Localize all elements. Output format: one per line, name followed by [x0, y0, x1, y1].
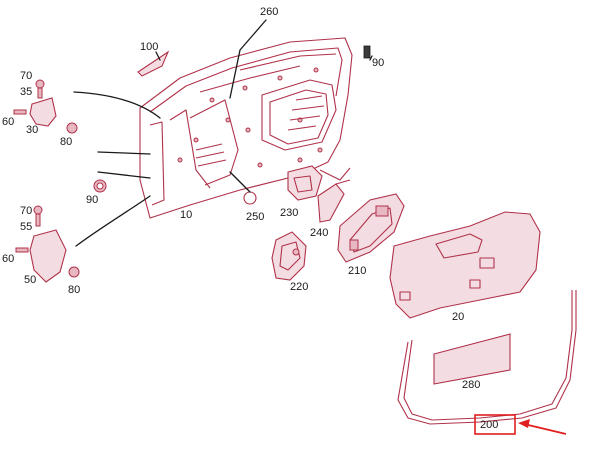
callout-80-upper: 80 — [60, 136, 72, 148]
callout-labels: 260 100 90 70 35 60 30 80 90 10 250 230 … — [2, 6, 498, 431]
callout-250: 250 — [246, 211, 264, 223]
callout-35: 35 — [20, 86, 32, 98]
callout-55: 55 — [20, 221, 32, 233]
highlight-arrow — [523, 423, 567, 435]
gasket-part-250 — [243, 191, 257, 205]
callout-leaders — [155, 19, 373, 193]
lock-module-part-220 — [271, 231, 307, 281]
callout-70-lower: 70 — [20, 205, 32, 217]
callout-20: 20 — [452, 311, 464, 323]
hinge-leader-curves — [73, 91, 161, 247]
highlight-marker — [474, 414, 567, 435]
callout-60-lower: 60 — [2, 253, 14, 265]
callout-50: 50 — [24, 274, 36, 286]
callout-200: 200 — [480, 419, 498, 431]
lock-part-230 — [287, 165, 351, 201]
weatherstrip-part-200 — [397, 290, 577, 425]
clip-part-90-right — [363, 45, 371, 59]
lower-hinge-part-50 — [15, 205, 80, 283]
callout-220: 220 — [290, 281, 308, 293]
callout-260: 260 — [260, 6, 278, 18]
callout-70-upper: 70 — [20, 70, 32, 82]
sound-pad-part-280 — [433, 333, 511, 385]
callout-90-right: 90 — [372, 57, 384, 69]
upper-hinge-part-30 — [13, 79, 78, 134]
callout-90-left: 90 — [86, 194, 98, 206]
vapor-barrier-part-20 — [389, 211, 541, 319]
grommet-part-90-left — [93, 179, 107, 193]
bracket-part-210 — [337, 193, 405, 263]
rod-part-240 — [317, 179, 351, 223]
callout-10: 10 — [180, 209, 192, 221]
callout-230: 230 — [280, 207, 298, 219]
callout-280: 280 — [462, 379, 480, 391]
callout-80-lower: 80 — [68, 284, 80, 296]
highlight-box — [474, 414, 516, 435]
callout-240: 240 — [310, 227, 328, 239]
callout-30: 30 — [26, 124, 38, 136]
callout-100: 100 — [140, 41, 158, 53]
window-trim-part-100 — [137, 50, 170, 77]
callout-60-upper: 60 — [2, 116, 14, 128]
door-shell-part-10 — [139, 37, 353, 219]
arrowhead-icon — [518, 419, 530, 428]
callout-210: 210 — [348, 265, 366, 277]
